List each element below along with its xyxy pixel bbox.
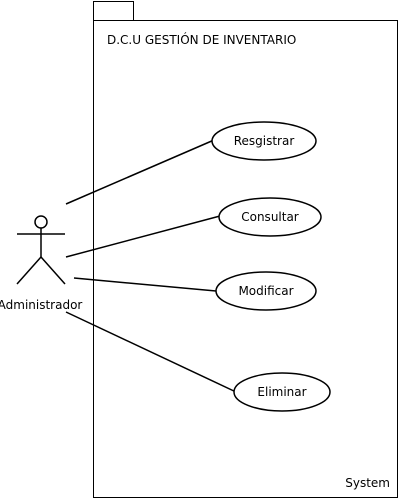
system-boundary xyxy=(93,20,398,498)
use-case-modificar-label: Modificar xyxy=(238,284,293,298)
use-case-registrar-ellipse xyxy=(211,121,317,161)
system-label: System xyxy=(345,476,390,490)
use-case-eliminar-ellipse xyxy=(233,372,331,412)
actor-right-leg xyxy=(40,256,66,285)
use-case-eliminar-label: Eliminar xyxy=(257,385,306,399)
association-consultar xyxy=(65,215,221,258)
association-registrar xyxy=(65,139,215,205)
use-case-consultar-label: Consultar xyxy=(241,210,299,224)
actor-left-leg xyxy=(16,256,42,285)
use-case-eliminar[interactable]: Eliminar xyxy=(233,372,331,412)
use-case-modificar[interactable]: Modificar xyxy=(215,271,317,311)
use-case-consultar-ellipse xyxy=(218,197,322,237)
actor-label: Administrador xyxy=(0,298,82,312)
use-case-modificar-ellipse xyxy=(215,271,317,311)
actor-administrador[interactable]: Administrador xyxy=(0,215,82,312)
actor-head xyxy=(34,215,48,229)
diagram-title: D.C.U GESTIÓN DE INVENTARIO xyxy=(107,32,296,47)
association-eliminar xyxy=(65,311,237,393)
use-case-consultar[interactable]: Consultar xyxy=(218,197,322,237)
association-modificar xyxy=(73,277,217,292)
use-case-registrar-label: Resgistrar xyxy=(234,134,295,148)
package-tab xyxy=(93,1,134,21)
use-case-registrar[interactable]: Resgistrar xyxy=(211,121,317,161)
